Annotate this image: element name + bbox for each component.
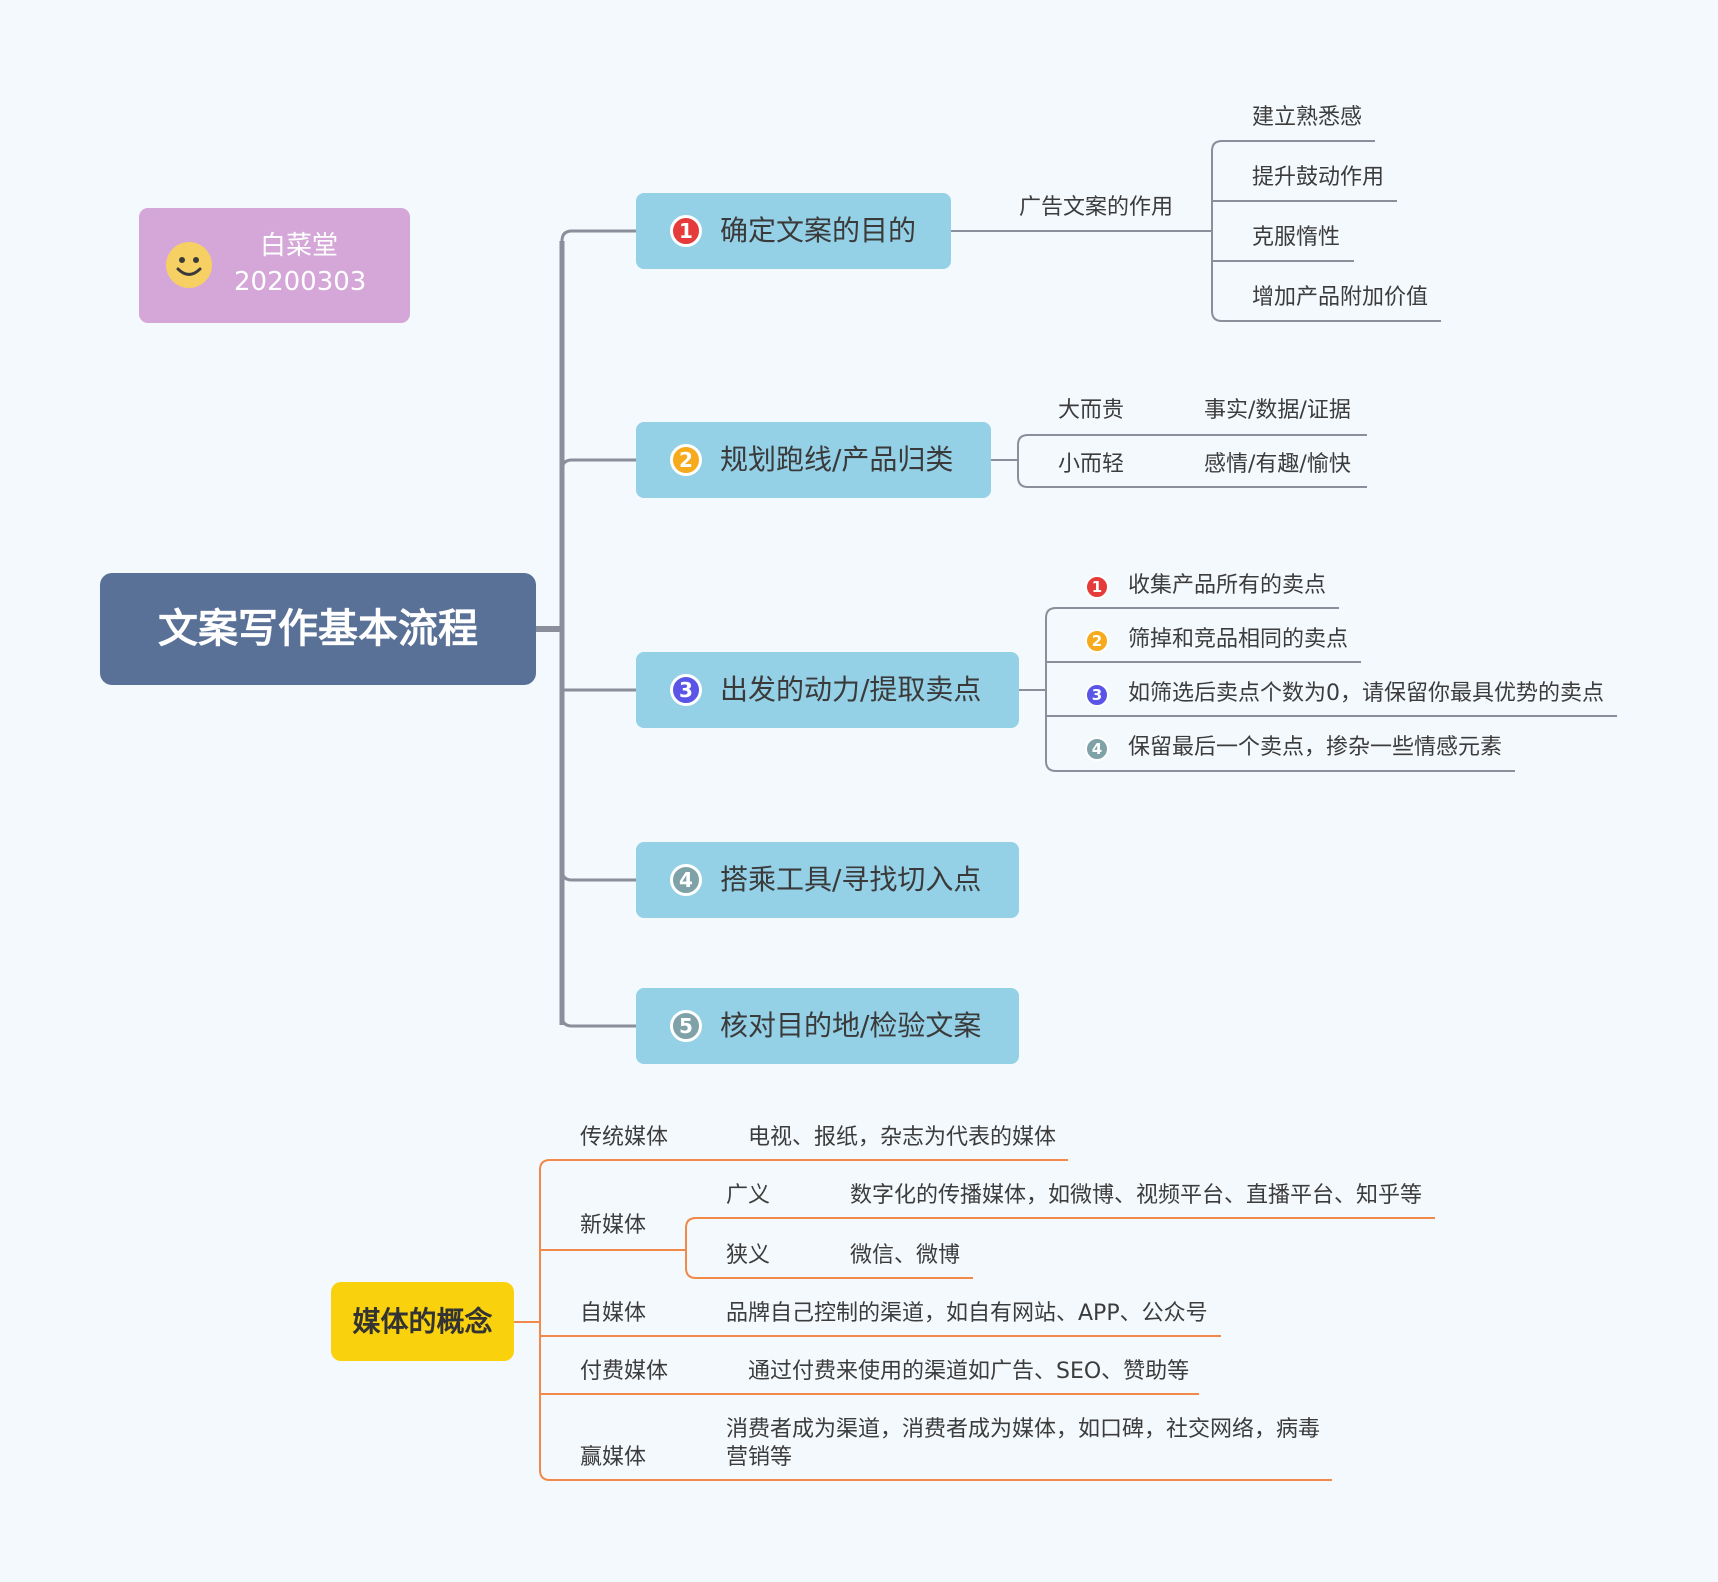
branch-3-label: 出发的动力/提取卖点	[720, 673, 982, 706]
b3-item-3[interactable]: 如筛选后卖点个数为0，请保留你最具优势的卖点	[1128, 681, 1604, 706]
b1-leaf-4[interactable]: 增加产品附加价值	[1252, 285, 1429, 310]
media-traditional-desc[interactable]: 电视、报纸，杂志为代表的媒体	[748, 1125, 1057, 1150]
tag-name: 白菜堂	[259, 231, 338, 261]
branch-1-label: 确定文案的目的	[720, 214, 917, 247]
branch-1[interactable]: 1 确定文案的目的	[636, 193, 951, 269]
tag-text: 白菜堂 20200303	[234, 228, 367, 300]
media-new-narrow-name[interactable]: 狭义	[726, 1243, 771, 1268]
branch-4[interactable]: 4 搭乘工具/寻找切入点	[636, 842, 1019, 918]
b3-item-4[interactable]: 保留最后一个卖点，掺杂一些情感元素	[1128, 735, 1503, 760]
media-earned-desc-line1[interactable]: 消费者成为渠道，消费者成为媒体，如口碑，社交网络，病毒	[726, 1417, 1321, 1442]
media-earned-desc-line2[interactable]: 营销等	[726, 1445, 793, 1470]
media-new-name[interactable]: 新媒体	[580, 1213, 647, 1238]
b1-mid-topic[interactable]: 广告文案的作用	[1019, 195, 1174, 220]
number-1-icon: 1	[670, 215, 702, 247]
media-earned-name[interactable]: 赢媒体	[580, 1445, 647, 1470]
b3-item-2[interactable]: 筛掉和竞品相同的卖点	[1128, 627, 1349, 652]
number-2-small-icon: 2	[1085, 629, 1109, 653]
b2-row-2-b[interactable]: 感情/有趣/愉快	[1204, 452, 1351, 477]
number-5-icon: 5	[670, 1010, 702, 1042]
b2-row-2-a[interactable]: 小而轻	[1058, 452, 1125, 477]
number-4-small-icon: 4	[1085, 737, 1109, 761]
media-paid-desc[interactable]: 通过付费来使用的渠道如广告、SEO、赞助等	[748, 1359, 1190, 1384]
media-self-name[interactable]: 自媒体	[580, 1301, 647, 1326]
branch-4-label: 搭乘工具/寻找切入点	[720, 863, 982, 896]
media-new-broad-desc[interactable]: 数字化的传播媒体，如微博、视频平台、直播平台、知乎等	[850, 1183, 1423, 1208]
media-new-broad-name[interactable]: 广义	[726, 1183, 771, 1208]
tag-date: 20200303	[234, 267, 367, 297]
number-2-icon: 2	[670, 444, 702, 476]
number-3-icon: 3	[670, 674, 702, 706]
media-self-desc[interactable]: 品牌自己控制的渠道，如自有网站、APP、公众号	[726, 1301, 1208, 1326]
number-4-icon: 4	[670, 864, 702, 896]
root-topic[interactable]: 文案写作基本流程	[100, 573, 536, 685]
branch-3[interactable]: 3 出发的动力/提取卖点	[636, 652, 1019, 728]
branch-2-label: 规划跑线/产品归类	[720, 443, 954, 476]
b2-row-1-b[interactable]: 事实/数据/证据	[1204, 398, 1351, 423]
number-1-small-icon: 1	[1085, 575, 1109, 599]
b1-leaf-3[interactable]: 克服惰性	[1252, 225, 1341, 250]
media-paid-name[interactable]: 付费媒体	[580, 1359, 669, 1384]
smiley-icon	[166, 242, 212, 288]
b1-leaf-2[interactable]: 提升鼓动作用	[1252, 165, 1385, 190]
branch-2[interactable]: 2 规划跑线/产品归类	[636, 422, 991, 498]
media-traditional-name[interactable]: 传统媒体	[580, 1125, 669, 1150]
branch-5-label: 核对目的地/检验文案	[720, 1009, 982, 1042]
author-tag: 白菜堂 20200303	[139, 208, 410, 323]
b2-row-1-a[interactable]: 大而贵	[1058, 398, 1125, 423]
media-new-narrow-desc[interactable]: 微信、微博	[850, 1243, 961, 1268]
b3-item-1[interactable]: 收集产品所有的卖点	[1128, 573, 1327, 598]
number-3-small-icon: 3	[1085, 683, 1109, 707]
b1-leaf-1[interactable]: 建立熟悉感	[1252, 105, 1363, 130]
media-root-topic[interactable]: 媒体的概念	[331, 1282, 514, 1361]
branch-5[interactable]: 5 核对目的地/检验文案	[636, 988, 1019, 1064]
